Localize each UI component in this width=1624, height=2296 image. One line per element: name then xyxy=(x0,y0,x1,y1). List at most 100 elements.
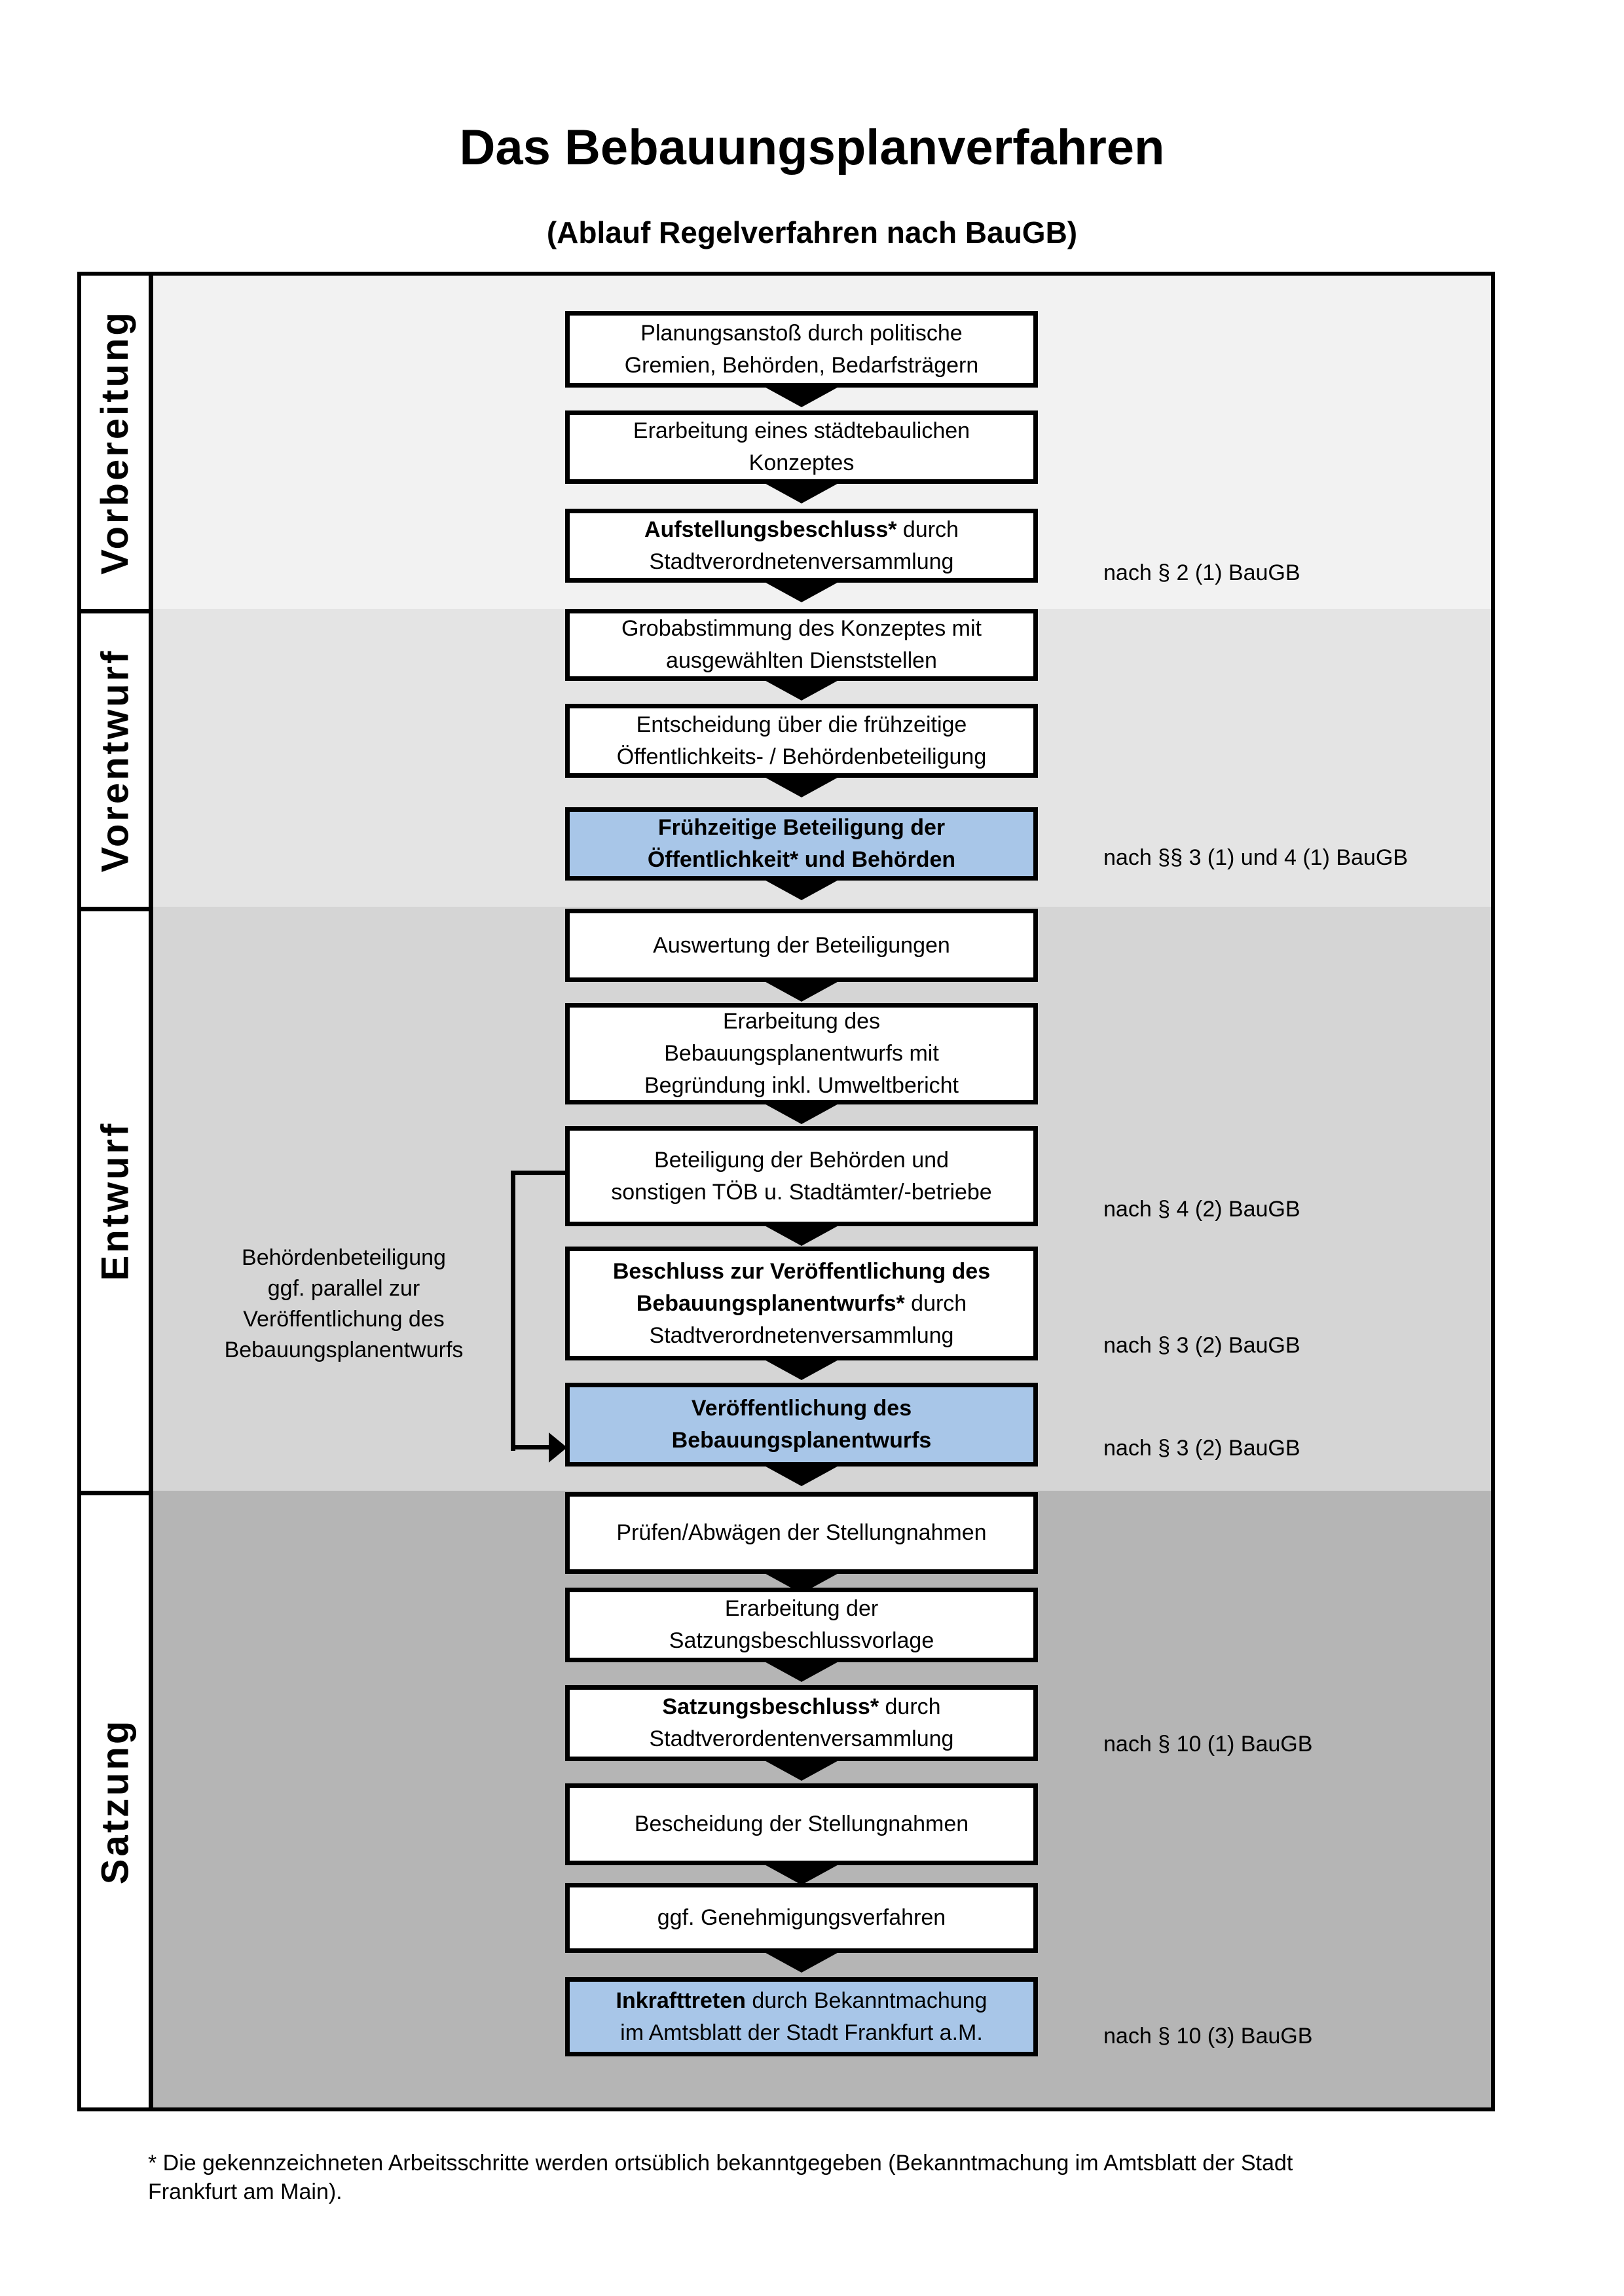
flow-step-genehmigungsverfahren: ggf. Genehmigungsverfahren xyxy=(565,1883,1038,1953)
down-arrow-icon xyxy=(761,1102,842,1124)
step-text-bold: Aufstellungsbeschluss* xyxy=(644,517,897,542)
step-line: ausgewählten Dienststellen xyxy=(666,645,937,677)
step-line: Grobabstimmung des Konzeptes mit xyxy=(621,613,982,645)
footnote-line: * Die gekennzeichneten Arbeitsschritte w… xyxy=(148,2151,1293,2176)
flow-step-satzungsbeschluss: Satzungsbeschluss* durch Stadtverordente… xyxy=(565,1685,1038,1761)
down-arrow-icon xyxy=(761,1758,842,1781)
step-line: Aufstellungsbeschluss* durch xyxy=(644,514,959,546)
flow-step-fruehzeitige-beteiligung: Frühzeitige Beteiligung der Öffentlichke… xyxy=(565,807,1038,881)
down-arrow-icon xyxy=(761,775,842,797)
step-text: durch xyxy=(904,1290,967,1316)
step-text: Auswertung der Beteiligungen xyxy=(653,932,950,958)
flow-step-entwurf-erarbeitung: Erarbeitung des Bebauungsplanentwurfs mi… xyxy=(565,1003,1038,1104)
side-note-line: ggf. parallel zur xyxy=(267,1276,420,1301)
step-text: Entscheidung über die frühzeitige xyxy=(636,712,967,737)
step-text-bold: Öffentlichkeit* und Behörden xyxy=(647,847,956,872)
step-line: Gremien, Behörden, Bedarfsträgern xyxy=(625,350,979,382)
step-text: durch xyxy=(879,1694,941,1719)
phase-cell-entwurf: Entwurf xyxy=(81,907,149,1491)
step-line: Frühzeitige Beteiligung der xyxy=(658,812,945,844)
step-text: Stadtverordentenversammlung xyxy=(649,1726,954,1751)
step-text-bold: Inkrafttreten xyxy=(616,1988,746,2013)
connector-right-arrow-icon xyxy=(549,1432,567,1463)
step-line: Veröffentlichung des xyxy=(692,1393,912,1425)
step-text: Erarbeitung der xyxy=(724,1596,879,1621)
step-text-bold: Satzungsbeschluss* xyxy=(662,1694,879,1719)
step-line: Öffentlichkeits- / Behördenbeteiligung xyxy=(617,741,987,773)
flow-step-auswertung: Auswertung der Beteiligungen xyxy=(565,909,1038,982)
step-line: Bebauungsplanentwurfs* durch xyxy=(637,1288,967,1320)
down-arrow-icon xyxy=(761,678,842,701)
step-text: Beteiligung der Behörden und xyxy=(654,1147,949,1173)
step-text: ausgewählten Dienststellen xyxy=(666,648,937,673)
down-arrow-icon xyxy=(761,979,842,1002)
step-line: Inkrafttreten durch Bekanntmachung xyxy=(616,1985,987,2017)
step-line: ggf. Genehmigungsverfahren xyxy=(657,1902,946,1934)
legal-ref: nach § 2 (1) BauGB xyxy=(1103,560,1301,585)
flow-step-veroeffentlichung: Veröffentlichung des Bebauungsplanentwur… xyxy=(565,1383,1038,1467)
flow-step-grobabstimmung: Grobabstimmung des Konzeptes mit ausgewä… xyxy=(565,609,1038,681)
phase-cell-vorbereitung: Vorbereitung xyxy=(81,276,149,609)
step-line: Beteiligung der Behörden und xyxy=(654,1144,949,1176)
side-note-line: Bebauungsplanentwurfs xyxy=(224,1338,464,1362)
step-text: Satzungsbeschlussvorlage xyxy=(669,1628,934,1653)
side-note: Behördenbeteiligung ggf. parallel zur Ve… xyxy=(175,1243,512,1366)
step-text-bold: Veröffentlichung des xyxy=(691,1396,912,1421)
legal-ref: nach § 10 (3) BauGB xyxy=(1103,2024,1313,2049)
step-text: Begründung inkl. Umweltbericht xyxy=(644,1073,959,1098)
step-line: Stadtverordnetenversammlung xyxy=(650,546,954,578)
step-text: durch Bekanntmachung xyxy=(745,1988,987,2013)
down-arrow-icon xyxy=(761,1660,842,1682)
step-text: Stadtverordnetenversammlung xyxy=(649,1322,954,1348)
step-text-bold: Bebauungsplanentwurfs* xyxy=(636,1290,905,1316)
step-text: Prüfen/Abwägen der Stellungnahmen xyxy=(616,1520,987,1545)
step-text: Grobabstimmung des Konzeptes mit xyxy=(621,616,982,641)
step-line: Begründung inkl. Umweltbericht xyxy=(644,1070,959,1102)
flow-step-veroeffentlichungsbeschluss: Beschluss zur Veröffentlichung des Bebau… xyxy=(565,1247,1038,1360)
step-text: Konzeptes xyxy=(748,450,855,475)
step-text: durch xyxy=(896,517,959,542)
down-arrow-icon xyxy=(761,1863,842,1885)
step-text: Öffentlichkeits- / Behördenbeteiligung xyxy=(616,744,987,769)
step-text: Erarbeitung des xyxy=(722,1009,881,1034)
flow-step-pruefen-abwaegen: Prüfen/Abwägen der Stellungnahmen xyxy=(565,1492,1038,1574)
step-text-bold: Frühzeitige Beteiligung der xyxy=(657,815,946,840)
flow-step-entscheidung-beteiligung: Entscheidung über die frühzeitige Öffent… xyxy=(565,704,1038,778)
step-line: Prüfen/Abwägen der Stellungnahmen xyxy=(616,1517,986,1549)
step-line: Bebauungsplanentwurfs xyxy=(672,1425,932,1457)
down-arrow-icon xyxy=(761,1358,842,1380)
step-text: Erarbeitung eines städtebaulichen xyxy=(633,418,970,443)
step-line: Öffentlichkeit* und Behörden xyxy=(648,844,955,876)
flow-step-konzept-erarbeitung: Erarbeitung eines städtebaulichen Konzep… xyxy=(565,410,1038,484)
step-line: Satzungsbeschluss* durch xyxy=(662,1691,940,1723)
legal-ref: nach § 10 (1) BauGB xyxy=(1103,1732,1313,1757)
step-text: Gremien, Behörden, Bedarfsträgern xyxy=(624,352,979,378)
step-line: Satzungsbeschlussvorlage xyxy=(669,1625,934,1657)
step-text: Bescheidung der Stellungnahmen xyxy=(634,1812,969,1836)
step-text: im Amtsblatt der Stadt Frankfurt a.M. xyxy=(620,2020,983,2045)
step-line: Erarbeitung eines städtebaulichen xyxy=(633,415,970,447)
flow-step-planungsanstoss: Planungsanstoß durch politische Gremien,… xyxy=(565,311,1038,388)
phase-label-vorentwurf: Vorentwurf xyxy=(94,648,136,872)
step-line: Entscheidung über die frühzeitige xyxy=(637,709,967,741)
step-line: Stadtverordnetenversammlung xyxy=(650,1320,954,1352)
side-note-line: Behördenbeteiligung xyxy=(242,1245,446,1270)
step-line: Stadtverordentenversammlung xyxy=(650,1723,954,1755)
down-arrow-icon xyxy=(761,481,842,503)
flow-step-satzungsvorlage: Erarbeitung der Satzungsbeschlussvorlage xyxy=(565,1588,1038,1662)
phase-label-satzung: Satzung xyxy=(94,1718,137,1885)
step-line: Konzeptes xyxy=(749,447,855,479)
step-line: Bebauungsplanentwurfs mit xyxy=(664,1038,939,1070)
legal-ref: nach § 4 (2) BauGB xyxy=(1103,1197,1301,1222)
footnote-line: Frankfurt am Main). xyxy=(148,2179,342,2204)
phase-cell-vorentwurf: Vorentwurf xyxy=(81,609,149,907)
step-line: Auswertung der Beteiligungen xyxy=(653,930,950,962)
step-text: Planungsanstoß durch politische xyxy=(640,320,963,346)
down-arrow-icon xyxy=(761,1950,842,1973)
step-line: Erarbeitung der xyxy=(725,1593,878,1625)
connector-stem-bottom xyxy=(515,1445,551,1449)
connector-stub-top xyxy=(511,1171,565,1175)
step-line: Planungsanstoß durch politische xyxy=(640,318,962,350)
legal-ref: nach § 3 (2) BauGB xyxy=(1103,1333,1301,1358)
